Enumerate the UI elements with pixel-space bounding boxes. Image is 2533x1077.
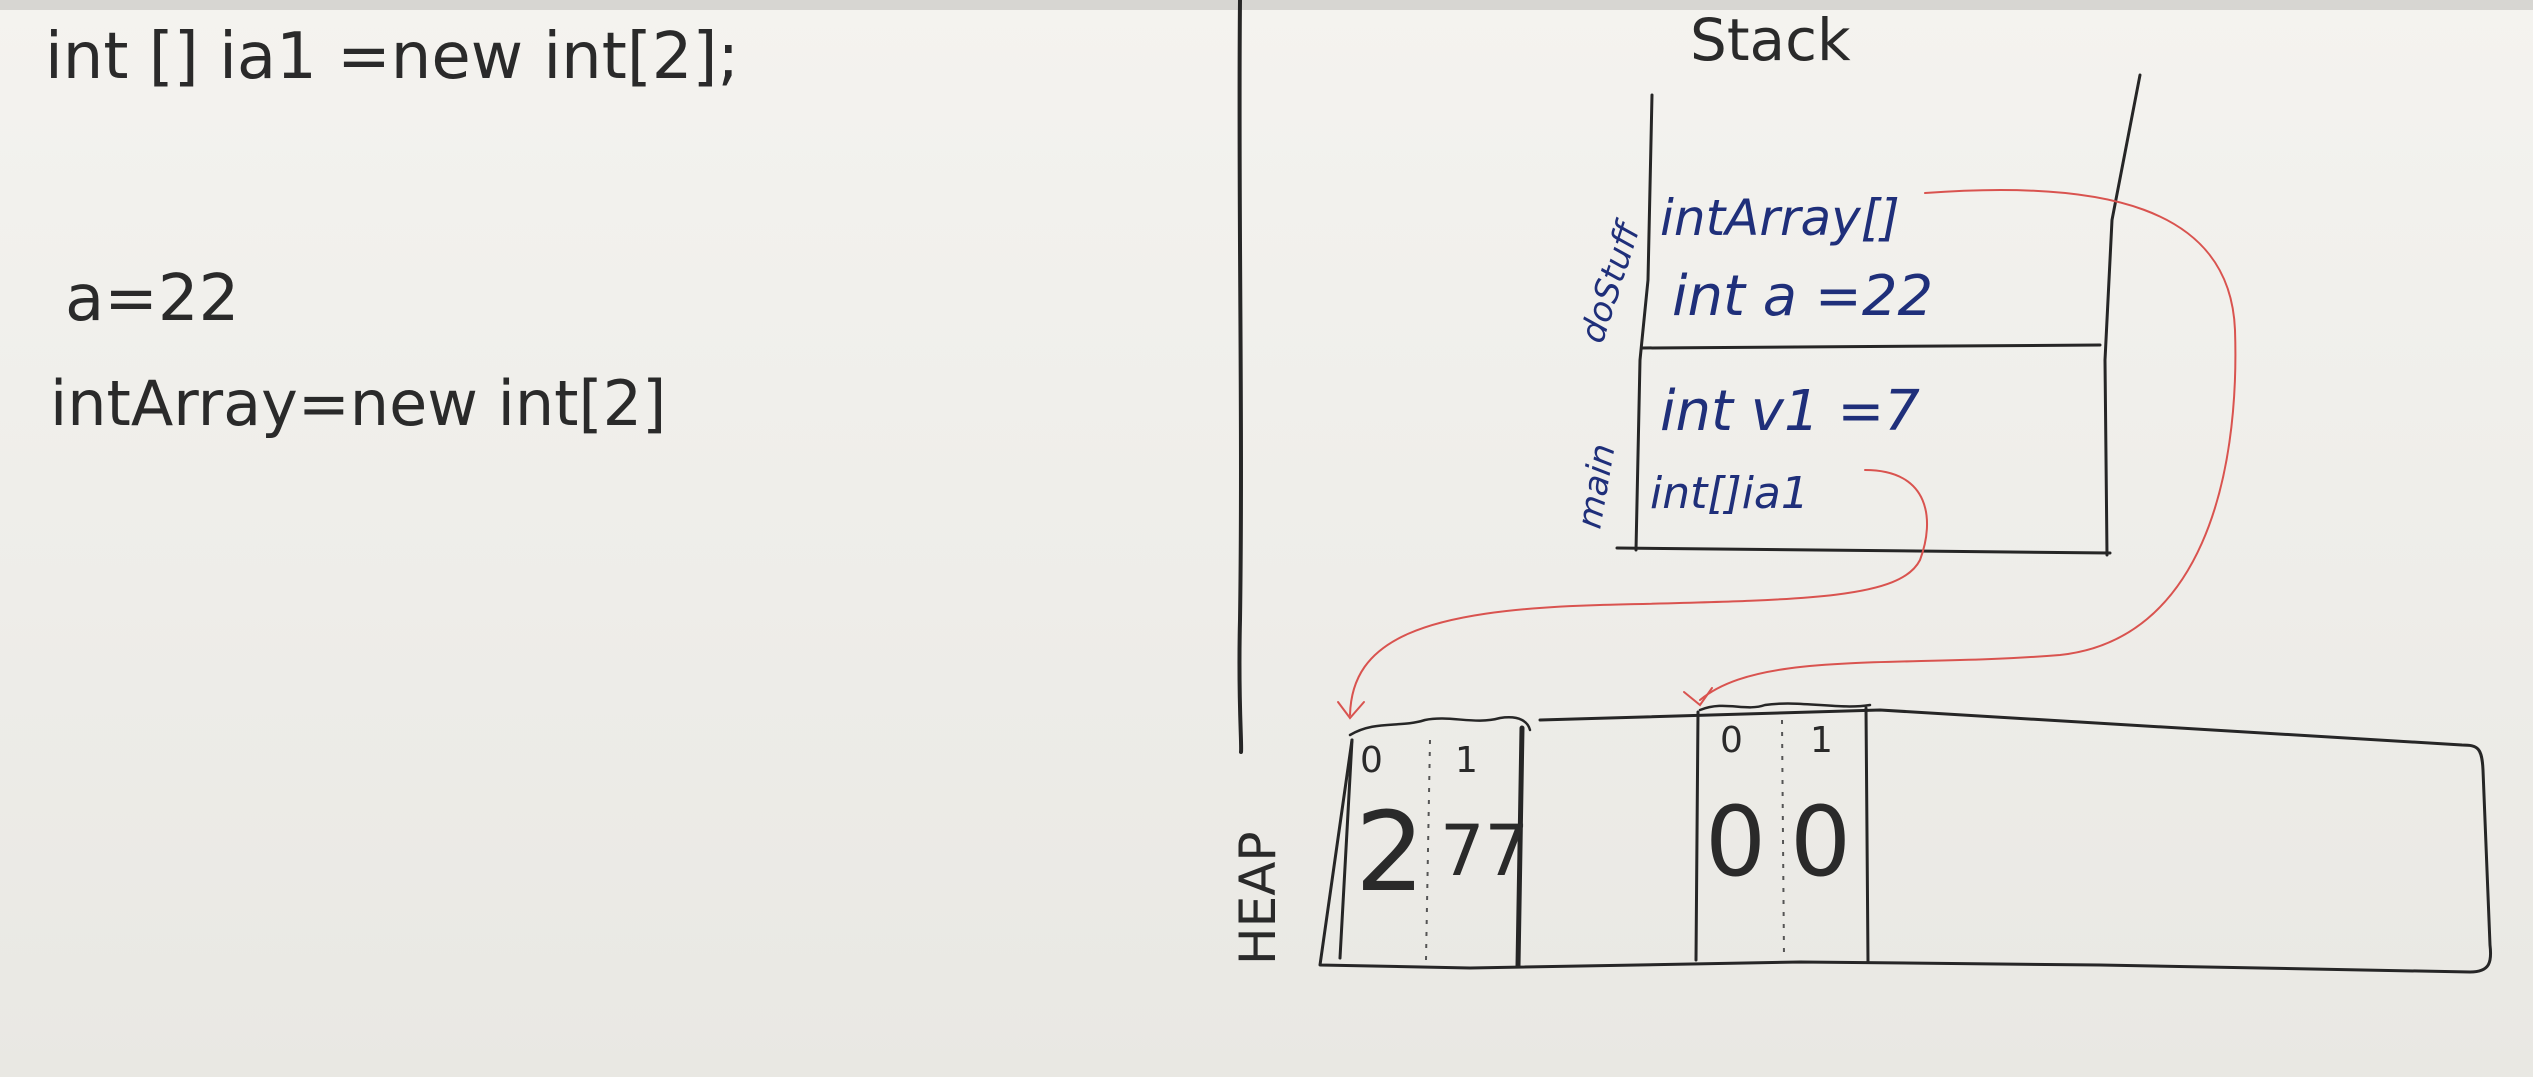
heap-array2-index-1: 1 xyxy=(1810,720,1833,761)
heap-array1-cell-divider xyxy=(1425,739,1431,961)
arrow-ia1-head xyxy=(1337,701,1365,720)
stack-row-intarray: intArray[] xyxy=(1660,189,1900,247)
board-top-edge xyxy=(0,0,2533,10)
stack-left-wall xyxy=(1634,93,1654,552)
stack-frame-dostuff-label: doStuff xyxy=(1573,215,1650,348)
heap-array2-value-1: 0 xyxy=(1790,786,1851,898)
heap-array1-left-wall xyxy=(1338,738,1354,960)
arrow-ia1-to-array1 xyxy=(1349,469,1928,716)
heap-outline xyxy=(1318,708,2493,974)
heap-array2-right-wall xyxy=(1864,706,1870,964)
heap-array2-left-wall xyxy=(1694,710,1700,962)
heap-array2-index-0: 0 xyxy=(1720,720,1743,761)
arrow-intarray-to-array2 xyxy=(1699,188,2237,701)
heap-label: HEAP xyxy=(1229,831,1287,965)
heap-array1-top xyxy=(1348,716,1532,737)
heap-array2-cell-divider xyxy=(1781,719,1785,959)
stack-row-ia1: int[]ia1 xyxy=(1650,468,1809,519)
heap-array2-top xyxy=(1698,702,1872,712)
stack-frame-main-label: main xyxy=(1569,441,1623,532)
stack-row-int-v1: int v1 =7 xyxy=(1660,379,1920,444)
stack-row-int-a: int a =22 xyxy=(1672,264,1933,329)
stack-frame-divider xyxy=(1640,343,2102,350)
heap-array1-index-1: 1 xyxy=(1455,740,1478,781)
board-divider-line xyxy=(1237,0,1244,754)
heap-array1-value-1: 77 xyxy=(1440,810,1529,892)
stack-right-wall xyxy=(2103,73,2142,557)
code-line-1: int [] ia1 =new int[2]; xyxy=(45,20,739,94)
code-line-3: intArray=new int[2] xyxy=(50,367,666,440)
heap-array1-value-0: 2 xyxy=(1355,788,1425,916)
stack-title: Stack xyxy=(1690,6,1851,74)
code-line-2: a=22 xyxy=(65,262,239,336)
stack-bottom-line xyxy=(1615,546,2112,555)
heap-array2-value-0: 0 xyxy=(1705,786,1766,898)
heap-array1-index-0: 0 xyxy=(1360,740,1383,781)
arrow-intarray-head xyxy=(1683,687,1713,707)
heap-array1-right-wall xyxy=(1515,725,1525,969)
